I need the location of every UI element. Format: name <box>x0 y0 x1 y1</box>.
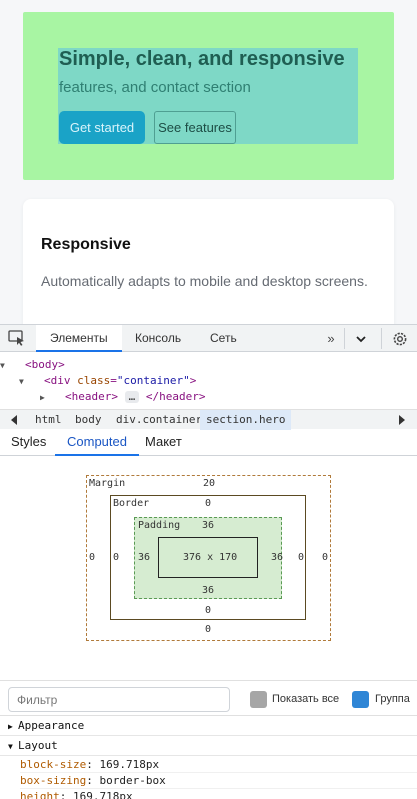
page-viewport: Simple, clean, and responsive features, … <box>0 0 417 324</box>
breadcrumb-section-hero[interactable]: section.hero <box>200 410 292 430</box>
card-text: Automatically adapts to mobile and deskt… <box>41 273 368 289</box>
border-label: Border <box>113 498 150 509</box>
section-appearance[interactable]: ▶Appearance <box>0 716 417 736</box>
computed-property-row[interactable]: box-sizing: border-box <box>20 773 417 789</box>
get-started-button[interactable]: Get started <box>59 111 145 144</box>
box-model-border[interactable] <box>110 495 306 620</box>
collapsed-triangle-icon: ▶ <box>8 722 13 731</box>
expanded-triangle-icon[interactable]: ▼ <box>0 361 5 370</box>
breadcrumb-div-container[interactable]: div.container <box>116 413 203 426</box>
expanded-triangle-icon: ▼ <box>8 742 13 751</box>
tab-styles[interactable]: Styles <box>11 434 47 449</box>
padding-top-value[interactable]: 36 <box>202 520 215 531</box>
feature-card-responsive: Responsive Automatically adapts to mobil… <box>23 199 394 324</box>
tab-console[interactable]: Консоль <box>135 331 182 345</box>
computed-property-row[interactable]: height: 169.718px <box>20 789 417 799</box>
dom-node-header[interactable]: ▶<header> … </header> <box>40 389 205 405</box>
filter-input[interactable] <box>8 687 230 712</box>
tab-layout[interactable]: Макет <box>145 434 182 449</box>
see-features-button[interactable]: See features <box>154 111 236 144</box>
scroll-right-icon[interactable] <box>396 413 408 427</box>
breadcrumb: html body div.container section.hero <box>0 409 417 430</box>
show-all-label: Показать все <box>272 693 340 705</box>
computed-filter-bar: Показать все Группа <box>0 680 417 716</box>
content-size-value[interactable]: 376 x 170 <box>183 552 238 563</box>
hero-subtitle: features, and contact section <box>59 79 251 96</box>
padding-label: Padding <box>138 520 181 531</box>
dom-tree: ▼<body> ▼<div class="container"> ▶<heade… <box>0 353 417 409</box>
devtools-tabbar: Элементы Консоль Сеть » <box>0 325 417 352</box>
border-right-value[interactable]: 0 <box>298 552 305 563</box>
card-title: Responsive <box>41 236 131 253</box>
hero-title: Simple, clean, and responsive <box>59 48 345 70</box>
border-bottom-value[interactable]: 0 <box>205 605 212 616</box>
margin-left-value[interactable]: 0 <box>89 552 96 563</box>
section-layout[interactable]: ▼Layout <box>0 736 417 756</box>
expanded-triangle-icon[interactable]: ▼ <box>19 377 24 386</box>
group-checkbox[interactable] <box>352 691 369 708</box>
more-tabs-button[interactable]: » <box>327 331 335 346</box>
border-top-value[interactable]: 0 <box>205 498 212 509</box>
margin-bottom-value[interactable]: 0 <box>205 624 212 635</box>
scroll-left-icon[interactable] <box>8 413 20 427</box>
box-model-content[interactable] <box>158 537 258 578</box>
tabbar-divider <box>344 328 345 349</box>
devtools-panel: Элементы Консоль Сеть » ▼<body> ▼<div cl… <box>0 324 417 799</box>
collapsed-children-button[interactable]: … <box>124 391 140 403</box>
tab-network[interactable]: Сеть <box>210 331 237 345</box>
tab-computed[interactable]: Computed <box>55 429 139 456</box>
dom-node-div-container[interactable]: ▼<div class="container"> <box>19 373 196 389</box>
margin-right-value[interactable]: 0 <box>322 552 329 563</box>
chevron-down-icon[interactable] <box>352 330 370 348</box>
collapsed-triangle-icon[interactable]: ▶ <box>40 393 45 402</box>
tabbar-divider <box>381 328 382 349</box>
inspect-element-icon[interactable] <box>8 330 26 346</box>
dom-node-body[interactable]: ▼<body> <box>0 357 65 373</box>
gear-icon[interactable] <box>391 330 409 348</box>
tab-elements[interactable]: Элементы <box>36 325 122 352</box>
computed-property-row[interactable]: block-size: 169.718px <box>20 757 417 773</box>
styles-subtabs: Styles Computed Макет <box>0 429 417 456</box>
box-model-diagram: Margin 20 0 0 0 Border 0 0 0 0 Padding 3… <box>0 456 417 670</box>
margin-label: Margin <box>89 478 126 489</box>
box-model-margin[interactable] <box>86 475 331 641</box>
group-label: Группа <box>375 693 410 705</box>
padding-right-value[interactable]: 36 <box>271 552 284 563</box>
border-left-value[interactable]: 0 <box>113 552 120 563</box>
show-all-checkbox[interactable] <box>250 691 267 708</box>
breadcrumb-body[interactable]: body <box>75 413 102 426</box>
breadcrumb-html[interactable]: html <box>35 413 62 426</box>
padding-left-value[interactable]: 36 <box>138 552 151 563</box>
margin-top-value[interactable]: 20 <box>203 478 216 489</box>
padding-bottom-value[interactable]: 36 <box>202 585 215 596</box>
